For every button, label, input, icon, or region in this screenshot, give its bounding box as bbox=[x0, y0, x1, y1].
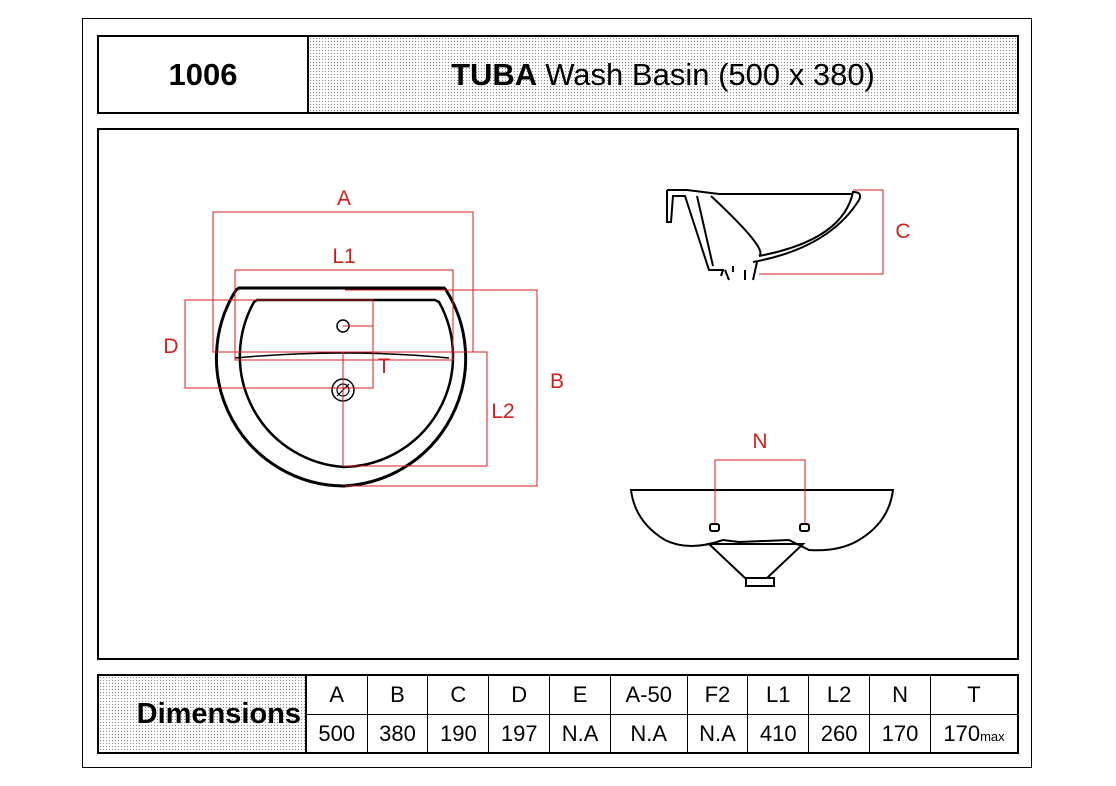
dim-value-suffix: max bbox=[980, 729, 1005, 744]
side-foot-left bbox=[724, 266, 734, 281]
dim-value-t: 170max bbox=[930, 714, 1017, 753]
back-view-basin bbox=[629, 489, 895, 552]
dim-key: B bbox=[366, 676, 429, 715]
fixing-hole-left bbox=[709, 523, 720, 532]
side-bowl-curve bbox=[752, 190, 862, 263]
technical-drawing: A L1 D T B L2 C N bbox=[97, 128, 1019, 660]
dim-b-line bbox=[345, 289, 538, 487]
dim-l1-box bbox=[234, 269, 454, 361]
label-l1: L1 bbox=[332, 245, 355, 268]
dim-key: A bbox=[307, 676, 368, 715]
dim-key: A-50 bbox=[609, 676, 688, 715]
basin-rim-line bbox=[234, 352, 450, 359]
dim-a-box bbox=[212, 211, 474, 353]
dim-key: D bbox=[488, 676, 551, 715]
dim-l2-box bbox=[342, 351, 488, 467]
brand-name: TUBA bbox=[451, 56, 538, 92]
dimensions-grid: A B C D E A-50 F2 L1 L2 N T 500 380 190 … bbox=[307, 676, 1017, 753]
label-t: T bbox=[378, 355, 391, 378]
dim-value: 380 bbox=[366, 714, 429, 753]
label-n: N bbox=[752, 430, 767, 453]
label-d: D bbox=[163, 335, 178, 358]
dim-key: T bbox=[930, 676, 1017, 715]
label-l2: L2 bbox=[491, 400, 514, 423]
dim-key: N bbox=[869, 676, 931, 715]
product-title: TUBA Wash Basin (500 x 380) bbox=[309, 37, 1017, 112]
dim-key: C bbox=[427, 676, 490, 715]
dim-key: L2 bbox=[808, 676, 871, 715]
dim-value: 260 bbox=[808, 714, 871, 753]
side-bowl-inner bbox=[710, 195, 762, 257]
dim-value: N.A bbox=[549, 714, 611, 753]
dim-c-line bbox=[759, 189, 884, 275]
dim-t-line bbox=[343, 325, 374, 388]
basin-bowl bbox=[238, 298, 455, 469]
product-name: Wash Basin (500 x 380) bbox=[545, 56, 875, 92]
dim-value: 170 bbox=[869, 714, 931, 753]
product-code: 1006 bbox=[99, 37, 309, 112]
top-view bbox=[214, 286, 468, 488]
fixing-hole-right bbox=[799, 523, 810, 532]
drawing-frame bbox=[82, 18, 1032, 768]
label-a: A bbox=[337, 187, 351, 210]
dim-value: 500 bbox=[307, 714, 368, 753]
label-b: B bbox=[550, 370, 564, 393]
basin-outline bbox=[214, 286, 468, 488]
dim-value: N.A bbox=[686, 714, 749, 753]
dim-key: F2 bbox=[686, 676, 749, 715]
dim-value: 197 bbox=[488, 714, 551, 753]
dim-key: L1 bbox=[747, 676, 810, 715]
back-view-pedestal bbox=[706, 543, 806, 579]
top-view-dimensions bbox=[184, 211, 538, 487]
back-view bbox=[629, 489, 895, 587]
side-back-wall bbox=[666, 190, 725, 277]
dim-n-line bbox=[714, 459, 806, 524]
side-foot-right bbox=[744, 261, 758, 281]
side-view bbox=[666, 189, 862, 281]
dimensions-keys-row: A B C D E A-50 F2 L1 L2 N T bbox=[307, 676, 1017, 715]
header: 1006 TUBA Wash Basin (500 x 380) bbox=[97, 35, 1019, 114]
side-wall-inner bbox=[696, 195, 714, 267]
label-c: C bbox=[895, 220, 910, 243]
dim-key: E bbox=[549, 676, 611, 715]
dimensions-values-row: 500 380 190 197 N.A N.A N.A 410 260 170 … bbox=[307, 714, 1017, 753]
drawing-canvas: A L1 D T B L2 C N bbox=[163, 187, 911, 587]
back-view-outlet bbox=[745, 577, 775, 587]
dimensions-table: Dimensions A B C D E A-50 F2 L1 L2 N T 5… bbox=[97, 674, 1019, 754]
dim-value: 190 bbox=[427, 714, 490, 753]
side-top-edge bbox=[667, 189, 853, 195]
dim-value: 170 bbox=[943, 721, 981, 746]
dimensions-title: Dimensions bbox=[99, 676, 307, 752]
dim-value: 410 bbox=[747, 714, 810, 753]
dim-value: N.A bbox=[609, 714, 688, 753]
